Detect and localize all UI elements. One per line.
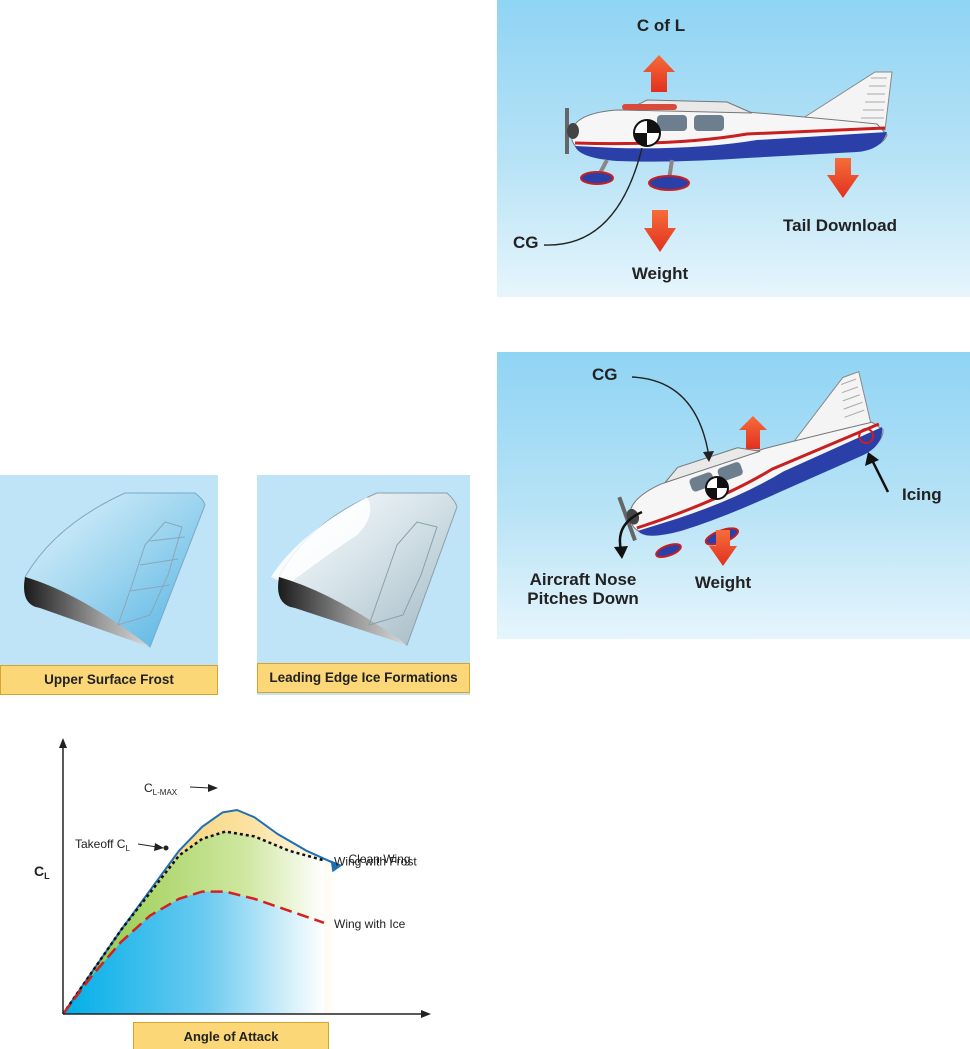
upper-surface-frost-panel: Upper Surface Frost (0, 475, 218, 695)
label-cg: CG (513, 233, 539, 252)
lift-arrow (643, 55, 675, 92)
takeoff-cl-annotation: Takeoff CL (75, 837, 130, 853)
weight-arrow (644, 210, 676, 252)
y-axis-label: CL (34, 863, 50, 881)
series-line-1 (62, 808, 339, 1015)
ice-airfoil-illustration (271, 492, 458, 646)
label-weight: Weight (631, 264, 689, 283)
aircraft-pitch-down-illustration (614, 371, 890, 566)
ice-caption: Leading Edge Ice Formations (257, 663, 470, 693)
series-label-1: Clean Wing (349, 852, 411, 866)
x-axis-label: Angle of Attack (133, 1022, 329, 1049)
balance-diagram-panel: C of L CG Tail Download Weight (497, 0, 970, 297)
series-arrowhead (330, 860, 343, 873)
cg-symbol-tilted (705, 476, 729, 500)
leading-edge-ice-panel: Leading Edge Ice Formations (257, 475, 470, 695)
label-cg: CG (592, 365, 618, 384)
aircraft-level-illustration (543, 55, 893, 252)
frost-airfoil-illustration (24, 492, 206, 648)
frost-caption: Upper Surface Frost (0, 665, 218, 695)
tail-download-arrow (827, 158, 859, 198)
label-weight: Weight (694, 573, 752, 592)
cg-symbol (633, 119, 661, 147)
series-label-2: Wing with Frost (334, 854, 417, 868)
label-nose-pitches-down: Aircraft Nose Pitches Down (527, 570, 639, 608)
label-tail-download: Tail Download (783, 216, 897, 235)
label-icing: Icing (902, 485, 942, 504)
series-line-3 (62, 890, 325, 1015)
icing-diagram-panel: CG Icing Aircraft Nose Pitches Down Weig… (497, 352, 970, 639)
label-c-of-l: C of L (636, 16, 686, 35)
series-label-3: Wing with Ice (334, 917, 406, 931)
series-area-3 (63, 891, 324, 1014)
cl-max-annotation: CL-MAX (144, 781, 178, 797)
